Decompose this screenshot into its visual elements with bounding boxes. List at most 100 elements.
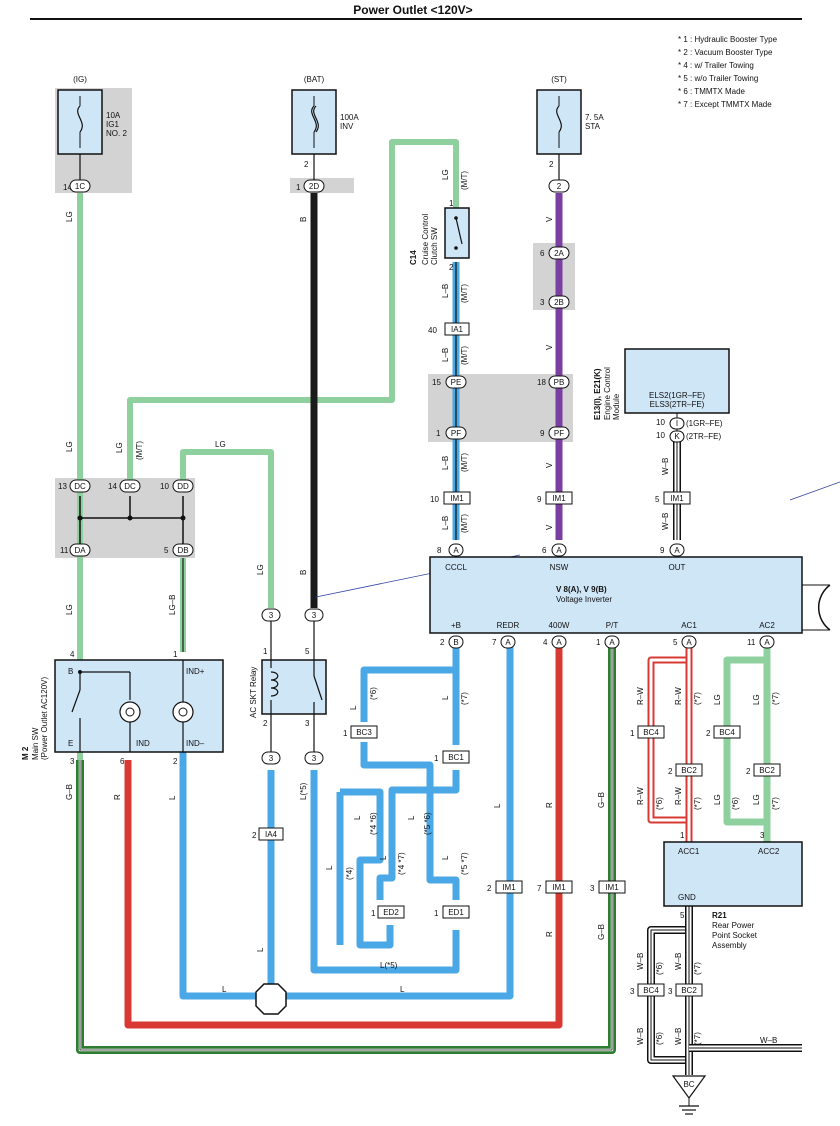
voltage-inverter: V 8(A), V 9(B) Voltage Inverter CCCL NSW…: [429, 543, 831, 649]
svg-text:L: L: [256, 947, 265, 952]
svg-text:W–B: W–B: [760, 1036, 777, 1045]
svg-text:BC: BC: [683, 1080, 694, 1089]
svg-text:IG1: IG1: [106, 120, 119, 129]
svg-text:Clutch SW: Clutch SW: [430, 227, 439, 265]
conn-st-2: 2: [548, 179, 570, 193]
svg-text:NSW: NSW: [550, 563, 569, 572]
svg-text:BC2: BC2: [681, 986, 697, 995]
svg-text:5: 5: [680, 911, 685, 920]
conn-2b: 3 2B: [540, 295, 570, 309]
conn-2d: 2D: [303, 179, 325, 193]
svg-text:AC SKT Relay: AC SKT Relay: [249, 667, 258, 718]
svg-text:OUT: OUT: [669, 563, 686, 572]
svg-text:BC2: BC2: [681, 766, 697, 775]
svg-text:L: L: [349, 705, 358, 710]
svg-text:R–W: R–W: [636, 687, 645, 705]
svg-text:4: 4: [543, 638, 548, 647]
svg-text:1: 1: [296, 183, 301, 192]
svg-text:STA: STA: [585, 122, 601, 131]
conn-bc2-wb: 3 BC2: [668, 983, 703, 997]
svg-text:7: 7: [537, 884, 542, 893]
svg-text:Main SW: Main SW: [31, 727, 40, 760]
svg-text:P/T: P/T: [606, 621, 619, 630]
svg-text:L: L: [400, 985, 405, 994]
svg-text:3: 3: [269, 611, 274, 620]
svg-text:LG: LG: [65, 604, 74, 615]
svg-text:2: 2: [252, 831, 257, 840]
svg-text:A: A: [686, 638, 692, 647]
fuse-st: (ST) 7. 5A STA 2: [536, 75, 604, 169]
svg-text:(*7): (*7): [771, 692, 780, 705]
svg-text:6: 6: [540, 249, 545, 258]
svg-text:Voltage Inverter: Voltage Inverter: [556, 595, 612, 604]
svg-text:IM1: IM1: [552, 883, 566, 892]
ground-bc: BC: [671, 1075, 707, 1115]
svg-text:5: 5: [655, 495, 660, 504]
svg-text:2: 2: [487, 884, 492, 893]
svg-text:(*7): (*7): [693, 797, 702, 810]
svg-text:1C: 1C: [75, 182, 85, 191]
svg-text:LG: LG: [713, 694, 722, 705]
conn-bc4-lg: 2 BC4: [706, 725, 741, 739]
svg-text:LG: LG: [752, 694, 761, 705]
svg-text:E: E: [68, 739, 73, 748]
conn-bc1: 1 BC1: [434, 750, 470, 764]
svg-text:L: L: [379, 855, 388, 860]
svg-text:ELS2(1GR–FE): ELS2(1GR–FE): [649, 391, 705, 400]
svg-text:CCCL: CCCL: [445, 563, 467, 572]
svg-text:(*7): (*7): [693, 962, 702, 975]
svg-text:W–B: W–B: [674, 1028, 683, 1045]
svg-text:(M/T): (M/T): [460, 453, 469, 472]
svg-text:9: 9: [537, 495, 542, 504]
svg-text:10: 10: [656, 418, 665, 427]
svg-text:(*7): (*7): [693, 1032, 702, 1045]
fuse-ig: (IG) 10A IG1 NO. 2 14: [57, 75, 127, 192]
svg-text:100A: 100A: [340, 113, 359, 122]
conn-im1-pt: 3 IM1: [590, 880, 626, 894]
svg-text:DA: DA: [74, 546, 86, 555]
svg-text:1: 1: [630, 729, 635, 738]
conn-ed2: 1 ED2: [371, 905, 405, 919]
svg-text:2: 2: [746, 767, 751, 776]
note-1: * 1 : Hydraulic Booster Type: [678, 35, 778, 44]
svg-text:DB: DB: [177, 546, 188, 555]
svg-text:IM1: IM1: [670, 494, 684, 503]
svg-text:W–B: W–B: [636, 1028, 645, 1045]
conn-1c: 1C: [69, 179, 91, 193]
svg-text:B: B: [68, 667, 73, 676]
svg-text:L: L: [353, 815, 362, 820]
splice-point: [255, 983, 287, 1015]
svg-text:1: 1: [596, 638, 601, 647]
svg-text:ACC2: ACC2: [758, 847, 780, 856]
svg-text:(*6): (*6): [369, 687, 378, 700]
svg-text:V: V: [545, 216, 554, 222]
svg-text:R: R: [113, 794, 122, 800]
svg-text:V: V: [545, 462, 554, 468]
svg-text:L: L: [441, 855, 450, 860]
svg-text:2A: 2A: [554, 249, 564, 258]
svg-text:V: V: [545, 524, 554, 530]
svg-text:(1GR–FE): (1GR–FE): [686, 419, 723, 428]
svg-text:LG: LG: [215, 440, 226, 449]
svg-text:10: 10: [430, 495, 439, 504]
svg-text:14: 14: [63, 183, 72, 192]
svg-text:2: 2: [549, 160, 554, 169]
svg-text:5: 5: [673, 638, 678, 647]
svg-text:C14: C14: [409, 250, 418, 265]
svg-text:IND: IND: [136, 739, 150, 748]
svg-text:8: 8: [437, 546, 442, 555]
svg-text:G–B: G–B: [597, 792, 606, 808]
svg-text:BC2: BC2: [759, 766, 775, 775]
svg-text:3: 3: [305, 719, 310, 728]
svg-text:1: 1: [436, 429, 441, 438]
svg-text:ED1: ED1: [448, 908, 464, 917]
svg-text:3: 3: [668, 987, 673, 996]
wire-r-400w: [124, 640, 563, 1029]
svg-text:REDR: REDR: [497, 621, 520, 630]
svg-text:15: 15: [432, 378, 441, 387]
wire-lg-mt: [127, 139, 459, 480]
svg-text:1: 1: [173, 650, 178, 659]
svg-text:IM1: IM1: [450, 494, 464, 503]
conn-im1-redr: 2 IM1: [487, 880, 523, 894]
svg-text:IND+: IND+: [186, 667, 205, 676]
